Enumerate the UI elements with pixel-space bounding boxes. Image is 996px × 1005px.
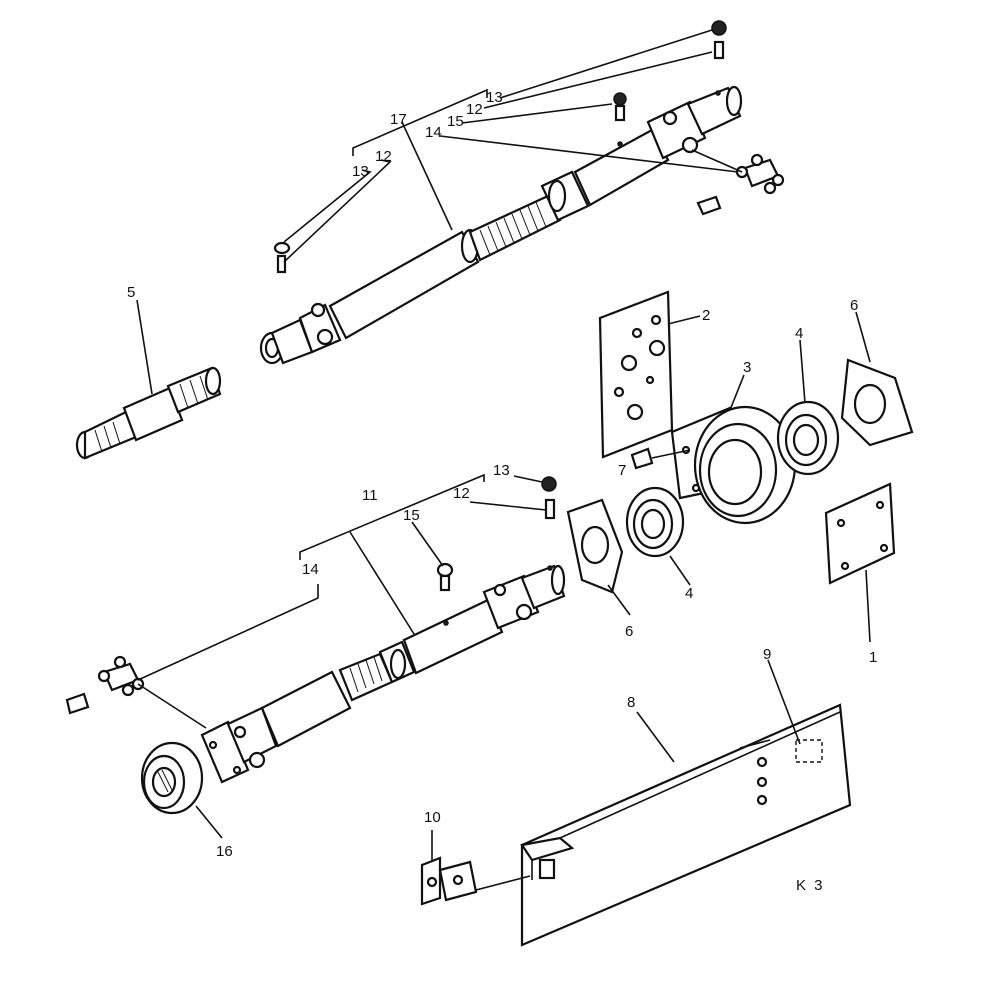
bearing-lower-4 [625,486,685,558]
bracket-10 [420,856,531,906]
callout-12-upper-left: 12 [375,148,392,165]
callout-1: 1 [869,649,877,666]
callout-3: 3 [743,359,751,376]
upper-drive-shaft [259,85,743,365]
callout-14-upper: 14 [425,124,442,141]
callout-9: 9 [763,646,771,663]
seal-plate-upper-6 [840,358,914,447]
callout-14-lower: 14 [302,561,319,578]
bearing-housing-3 [670,405,797,525]
callout-11: 11 [362,487,378,504]
callout-4-upper: 4 [795,325,803,342]
callout-6-upper: 6 [850,297,858,314]
lower-drive-shaft [200,564,566,784]
callout-7: 7 [618,462,626,479]
callout-12-upper-right: 12 [466,101,483,118]
callout-12-lower: 12 [453,485,470,502]
callout-8: 8 [627,694,635,711]
bolt-7 [630,447,691,470]
upper-fittings [273,20,785,274]
callout-16: 16 [216,843,233,860]
callout-13-lower: 13 [493,462,510,479]
lower-fittings [65,476,557,715]
callout-labels: 1 2 3 4 4 5 6 6 7 8 9 10 11 12 12 12 13 … [127,89,877,894]
callout-13-upper-left: 13 [352,163,369,180]
callout-17: 17 [390,111,407,128]
callout-4-lower: 4 [685,585,693,602]
callout-13-upper-right: 13 [486,89,503,106]
cover-plate-1 [824,482,896,585]
splined-stub-shaft [75,366,222,460]
callout-10: 10 [424,809,441,826]
guard-panel-8 [520,703,852,947]
callout-6-lower: 6 [625,623,633,640]
mounting-plate-2 [598,290,674,459]
callout-15-upper: 15 [447,113,464,130]
leader-lines [136,29,871,862]
callout-5: 5 [127,284,135,301]
flange-hub-16 [140,741,204,815]
callout-2: 2 [702,307,710,324]
figure-code: K 3 [796,877,825,894]
callout-15-lower: 15 [403,507,420,524]
bearing-upper-4 [776,400,840,476]
seal-plate-lower-6 [566,498,624,594]
